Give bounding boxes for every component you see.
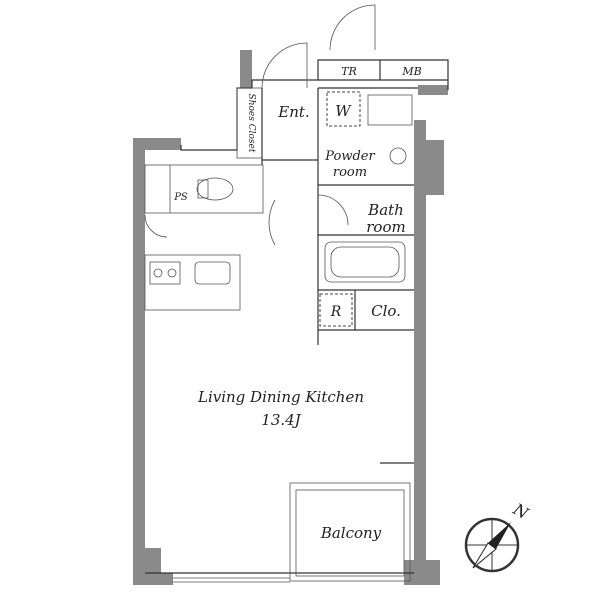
balcony-label: Balcony: [320, 524, 382, 542]
door-swings: [144, 4, 376, 246]
entrance-label: Ent.: [277, 103, 309, 121]
north-label: N: [509, 499, 532, 523]
west-wall: [133, 138, 145, 585]
east-column: [414, 140, 444, 195]
ldk-label: Living Dining Kitchen: [197, 388, 364, 406]
refrigerator-label: R: [330, 304, 342, 320]
bath-room-label-line2: room: [366, 218, 405, 236]
shoes-closet-label: Shoes Closet: [246, 94, 256, 153]
partitions: [144, 59, 449, 583]
powder-room-label-line1: Powder: [324, 149, 375, 164]
powder-room-label-line2: room: [333, 165, 367, 180]
tr-label: TR: [341, 65, 357, 78]
closet-label: Clo.: [371, 302, 401, 320]
mb-wall: [418, 85, 448, 95]
ldk-size-label: 13.4J: [261, 411, 301, 429]
compass-icon: N: [464, 499, 532, 573]
east-wall: [414, 120, 426, 585]
entry-wall: [240, 50, 252, 88]
mb-label: MB: [401, 65, 421, 78]
exterior-walls: [133, 50, 448, 585]
bath-room-label-line1: Bath: [367, 201, 404, 219]
wardrobe-label: W: [335, 102, 352, 120]
south-west-column: [133, 548, 161, 585]
north-west-wall: [133, 138, 181, 150]
ps-label: PS: [173, 192, 188, 203]
